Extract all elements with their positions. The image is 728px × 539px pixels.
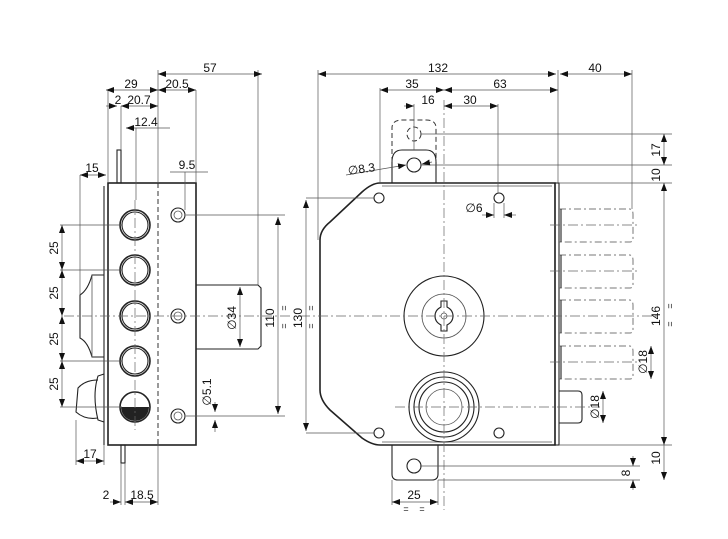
keyhole-icon bbox=[434, 300, 454, 332]
svg-text:=: = bbox=[279, 305, 289, 310]
dim-20-5: 20.5 bbox=[165, 77, 189, 91]
dim-18-latch: ∅18 bbox=[588, 395, 602, 419]
dim-12-4: 12.4 bbox=[134, 115, 158, 129]
dim-20-7: 20.7 bbox=[127, 93, 151, 107]
side-bottom-pin bbox=[120, 444, 126, 464]
dim-29: 29 bbox=[124, 77, 138, 91]
dim-2-bottom: 2 bbox=[103, 488, 110, 502]
svg-text:=: = bbox=[665, 303, 675, 308]
svg-text:=: = bbox=[403, 504, 408, 514]
dim-9-5: 9.5 bbox=[179, 158, 196, 172]
dim-25-b: 25 bbox=[47, 286, 61, 300]
dim-30: 30 bbox=[463, 93, 477, 107]
svg-text:=: = bbox=[306, 305, 316, 310]
svg-text:=: = bbox=[419, 504, 424, 514]
dim-18-5: 18.5 bbox=[130, 488, 154, 502]
svg-text:=: = bbox=[306, 323, 316, 328]
front-faceplate bbox=[554, 182, 560, 446]
side-view: 57 29 20.5 2 20.7 12.4 15 9.5 25 25 25 2… bbox=[47, 61, 290, 505]
dim-130: 130 bbox=[291, 308, 305, 328]
dim-25-d: 25 bbox=[47, 377, 61, 391]
dim-34: ∅34 bbox=[225, 306, 239, 330]
svg-text:=: = bbox=[279, 323, 289, 328]
dim-17-front: 17 bbox=[649, 143, 663, 157]
front-bolts bbox=[559, 208, 634, 380]
dim-110: 110 bbox=[263, 308, 277, 327]
dim-40: 40 bbox=[588, 61, 602, 75]
dim-132: 132 bbox=[428, 61, 448, 75]
dim-25-a: 25 bbox=[47, 241, 61, 255]
front-view: 132 40 35 63 16 30 ∅8.3 ∅6 130 = = 17 10 bbox=[291, 61, 675, 514]
dim-2-top: 2 bbox=[115, 93, 122, 107]
dim-8: 8 bbox=[619, 469, 633, 476]
side-knob-housing bbox=[79, 274, 104, 358]
side-thumb-knob bbox=[94, 373, 105, 423]
dim-8-3: ∅8.3 bbox=[347, 160, 376, 178]
dim-17-side: 17 bbox=[83, 447, 97, 461]
dim-10-top: 10 bbox=[649, 168, 663, 182]
dim-6: ∅6 bbox=[465, 201, 482, 215]
dim-10-bottom: 10 bbox=[649, 451, 663, 465]
side-cylinder bbox=[196, 284, 262, 350]
dim-146: 146 bbox=[649, 306, 663, 326]
dim-63: 63 bbox=[493, 77, 507, 91]
dim-18-bolt: ∅18 bbox=[636, 350, 650, 374]
dim-57: 57 bbox=[203, 61, 217, 75]
dim-25-c: 25 bbox=[47, 332, 61, 346]
side-top-pin bbox=[116, 149, 122, 184]
dim-35: 35 bbox=[405, 77, 419, 91]
dim-15: 15 bbox=[85, 161, 99, 175]
side-body bbox=[107, 182, 197, 446]
svg-text:=: = bbox=[665, 321, 675, 326]
dim-5-1: ∅5.1 bbox=[200, 378, 214, 405]
dim-25-front: 25 bbox=[407, 488, 421, 502]
dim-16: 16 bbox=[421, 93, 435, 107]
front-body bbox=[319, 182, 556, 446]
front-bottom-bracket bbox=[391, 445, 439, 481]
side-screw-holes bbox=[170, 207, 186, 424]
